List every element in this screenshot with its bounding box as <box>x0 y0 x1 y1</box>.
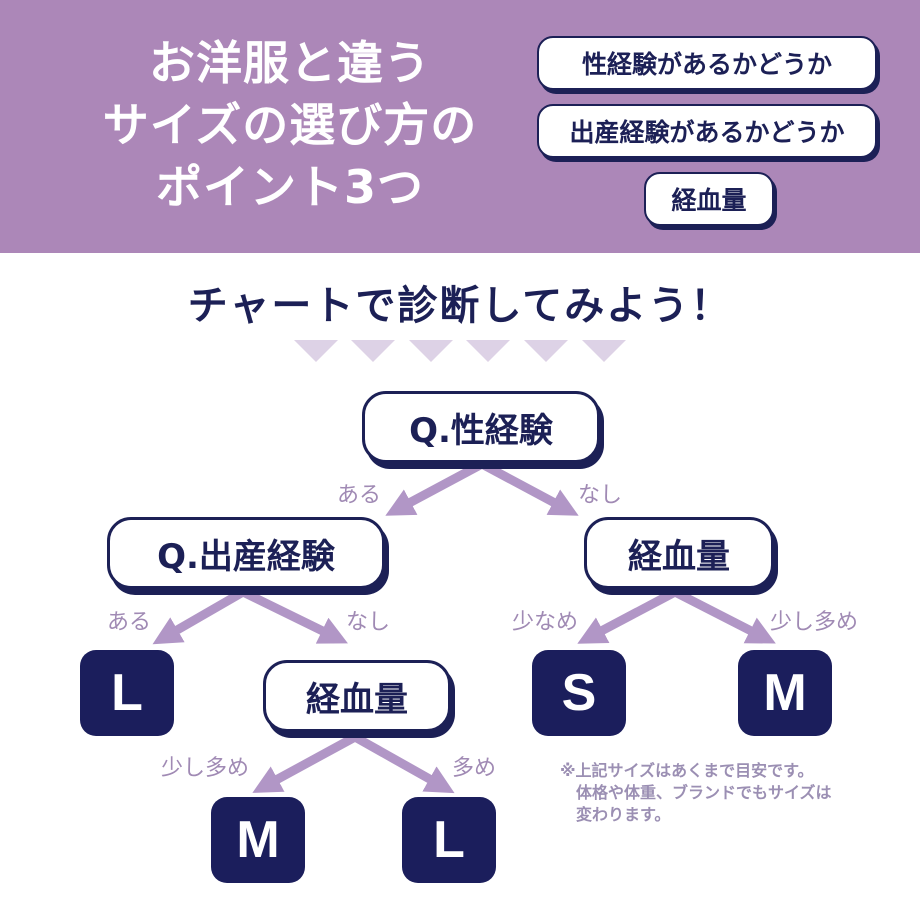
arrow-root-no <box>479 460 579 516</box>
point-pill-menstrual-flow: 経血量 <box>644 172 774 226</box>
edge-label-flow-left-less: 少し多め <box>161 756 250 781</box>
node-birth-experience: Q.出産経験 <box>107 517 385 589</box>
arrow-birth-yes <box>152 588 246 645</box>
edge-label-flow-right-more: 少し多め <box>770 610 859 635</box>
edge-label-root-yes: ある <box>337 483 382 508</box>
header-banner: お洋服と違う サイズの選び方の ポイント3つ 性経験があるかどうか 出産経験があ… <box>0 0 920 253</box>
edge-label-birth-yes: ある <box>107 610 152 635</box>
arrow-birth-no <box>241 587 348 644</box>
chevron-down-icon <box>351 340 395 362</box>
node-sexual-experience: Q.性経験 <box>362 391 600 463</box>
note-line-2: 体格や体重、ブランドでもサイズは <box>576 783 832 802</box>
result-flow-right-less: S <box>532 650 626 736</box>
chevron-down-icon <box>466 340 510 362</box>
result-flow-left-more: L <box>402 797 496 883</box>
arrow-flow-left-less <box>252 733 358 793</box>
result-birth-yes: L <box>80 650 174 736</box>
header-title-line-3: ポイント3つ <box>155 160 424 214</box>
chevron-down-icon <box>582 340 626 362</box>
size-disclaimer-note: ※上記サイズはあくまで目安です。 体格や体重、ブランドでもサイズは 変わります。 <box>560 760 900 826</box>
edge-label-root-no: なし <box>578 483 623 508</box>
chevron-divider <box>294 340 626 364</box>
chevron-down-icon <box>409 340 453 362</box>
edge-label-flow-right-less: 少なめ <box>512 610 579 635</box>
arrow-flow-left-more <box>352 733 455 794</box>
header-title: お洋服と違う サイズの選び方の ポイント3つ <box>60 32 520 218</box>
node-flow-left: 経血量 <box>263 660 451 732</box>
point-pill-sexual-experience: 性経験があるかどうか <box>537 36 877 90</box>
point-pill-birth-experience: 出産経験があるかどうか <box>537 104 877 158</box>
note-line-1: ※上記サイズはあくまで目安です。 <box>560 761 814 780</box>
chart-subtitle: チャートで診断してみよう！ <box>187 283 733 329</box>
chevron-down-icon <box>294 340 338 362</box>
arrow-flow-right-more <box>672 587 776 644</box>
node-flow-right: 経血量 <box>584 517 774 589</box>
result-flow-left-less: M <box>211 797 305 883</box>
arrow-root-yes <box>385 460 485 516</box>
edge-label-birth-no: なし <box>346 610 391 635</box>
edge-label-flow-left-more: 多め <box>452 756 497 781</box>
header-title-line-2: サイズの選び方の <box>102 98 478 152</box>
result-flow-right-more: M <box>738 650 832 736</box>
chevron-down-icon <box>524 340 568 362</box>
note-line-3: 変わります。 <box>576 805 671 824</box>
header-title-line-1: お洋服と違う <box>149 36 431 90</box>
arrow-flow-right-less <box>577 588 678 644</box>
